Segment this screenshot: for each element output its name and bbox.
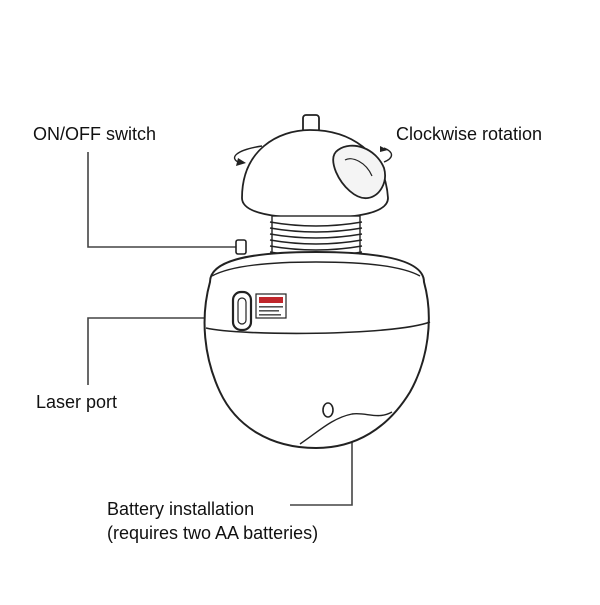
rotating-head [241,114,389,219]
body-band-line [205,321,431,335]
warning-sticker-line-1 [259,306,283,308]
leader-line-switch [87,152,236,248]
laser-warning-sticker [255,293,287,319]
leader-line-battery [290,438,353,506]
body-top-rim [211,261,421,277]
rotation-arrowhead-right-icon [380,146,388,152]
spring-neck [269,215,363,257]
label-laser-port: Laser port [36,392,118,412]
label-battery-line-1: Battery installation [107,499,255,519]
body-shell [203,250,430,450]
rotation-arrow [234,145,393,166]
on-off-switch-icon [235,239,247,255]
battery-cover-seam [299,411,393,445]
sensor-hole-icon [322,402,334,418]
warning-sticker-line-2 [259,310,279,312]
warning-sticker-line-3 [259,314,281,316]
label-on-off-switch: ON/OFF switch [33,124,157,144]
label-clockwise-rotation: Clockwise rotation [396,124,543,144]
main-body [203,250,431,450]
leader-line-laser [87,317,234,385]
laser-port-icon [231,290,253,332]
label-battery-installation: Battery installation (requires two AA ba… [107,497,318,545]
label-battery-line-2: (requires two AA batteries) [107,523,319,543]
rotation-arrowhead-icon [236,158,246,166]
warning-sticker-header [259,297,283,303]
dome-window-inner [344,158,373,177]
leader-lines [87,152,353,506]
